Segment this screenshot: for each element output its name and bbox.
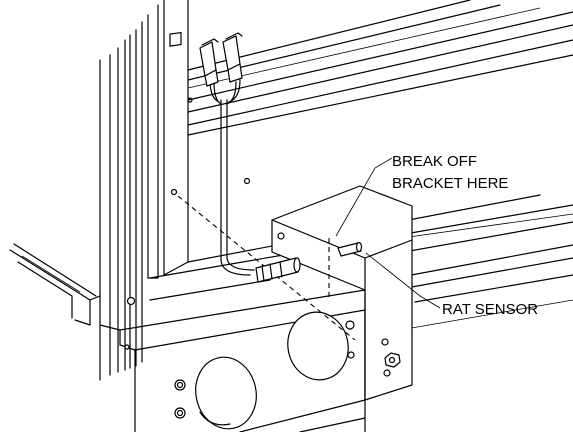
upper-rails [187, 0, 573, 136]
rat-sensor-label: RAT SENSOR [442, 301, 538, 318]
base-rail-left [9, 243, 101, 326]
wire-connectors [199, 32, 243, 87]
sensor-wiring [209, 79, 255, 276]
break-off-label-line2: BRACKET HERE [392, 175, 508, 192]
rat-sensor-leader-line [365, 252, 441, 309]
break-off-label-line1: BREAK OFF [392, 153, 477, 170]
front-base-channel [99, 289, 366, 432]
installation-guide-line [177, 195, 356, 341]
break-off-leader-line [335, 157, 393, 237]
sensor-bracket [271, 185, 413, 401]
rat-sensor-probe [255, 241, 363, 283]
